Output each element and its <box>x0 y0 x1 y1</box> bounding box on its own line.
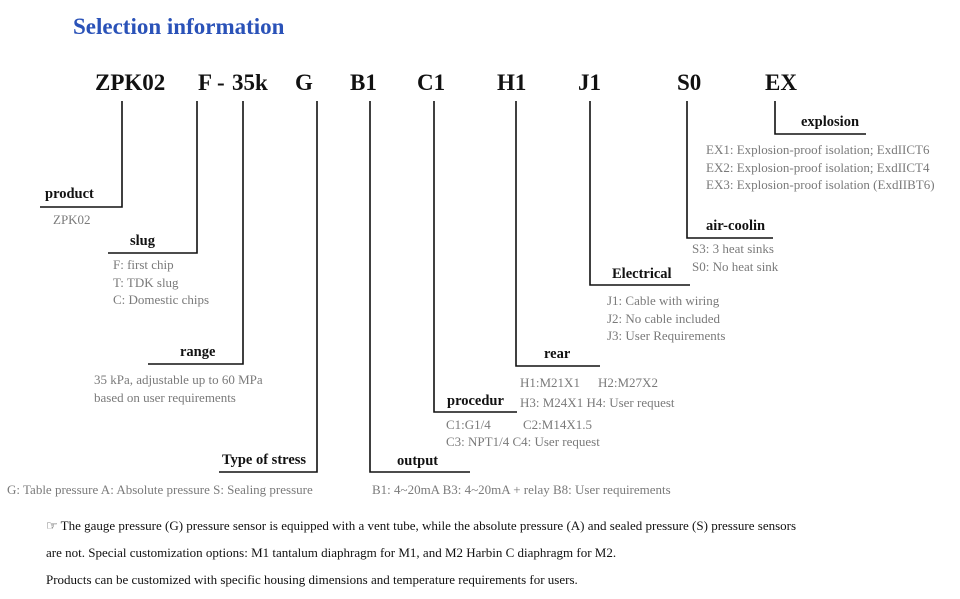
options-range: 35 kPa, adjustable up to 60 MPa based on… <box>94 371 263 406</box>
code-dash: - <box>217 70 225 95</box>
connector-aircooling <box>686 101 773 239</box>
option-text: S3: 3 heat sinks <box>692 241 774 256</box>
connector-electrical <box>589 101 690 286</box>
code-aircooling: S0 <box>677 70 702 95</box>
option-text: J1: Cable with wiring <box>607 293 720 308</box>
option-text: S0: No heat sink <box>692 258 779 274</box>
option-text: F: first chip <box>113 257 174 272</box>
option-text: C: Domestic chips <box>113 292 210 307</box>
connector-output <box>369 101 470 473</box>
connector-product <box>40 101 123 208</box>
label-electrical: Electrical <box>612 266 672 282</box>
code-explosion: EX <box>765 70 797 95</box>
connector-rear <box>515 101 600 367</box>
options-procedure-row2: C3: NPT1/4 C4: User request <box>446 433 600 451</box>
connector-slug <box>108 101 198 254</box>
connector-range <box>148 101 244 365</box>
code-product: ZPK02 <box>95 70 166 95</box>
label-product: product <box>45 186 94 202</box>
option-text: T: TDK slug <box>113 274 179 290</box>
code-output: B1 <box>350 70 377 95</box>
option-text: G: Table pressure A: Absolute pressure S… <box>7 482 313 497</box>
option-text: EX3: Explosion-proof isolation (ExdIIBT6… <box>706 177 935 192</box>
option-text: C2:M14X1.5 <box>523 417 592 432</box>
option-text: H3: M24X1 H4: User request <box>520 395 675 410</box>
connector-stress <box>219 101 318 473</box>
option-text: J3: User Requirements <box>607 328 726 343</box>
options-rear-row1: H1:M21X1 <box>520 374 580 392</box>
options-rear-row1b: H2:M27X2 <box>598 374 658 392</box>
option-text: 35 kPa, adjustable up to 60 MPa <box>94 372 263 387</box>
option-text: ZPK02 <box>53 212 91 227</box>
note-line-2: are not. Special customization options: … <box>46 545 617 560</box>
option-text: J2: No cable included <box>607 310 720 326</box>
options-stress: G: Table pressure A: Absolute pressure S… <box>7 481 313 499</box>
options-slug: F: first chip T: TDK slug C: Domestic ch… <box>113 256 209 309</box>
pointing-hand-icon: ☞ <box>46 518 58 533</box>
options-procedure-row1b: C2:M14X1.5 <box>523 416 592 434</box>
option-text: EX2: Explosion-proof isolation; ExdIICT4 <box>706 159 930 175</box>
connector-procedure <box>433 101 517 413</box>
label-slug: slug <box>130 233 155 249</box>
code-range: 35k <box>232 70 268 95</box>
options-electrical: J1: Cable with wiring J2: No cable inclu… <box>607 292 725 345</box>
label-rear: rear <box>544 346 571 362</box>
code-rear: H1 <box>497 70 527 95</box>
option-text: C3: NPT1/4 C4: User request <box>446 434 600 449</box>
label-range: range <box>180 344 216 360</box>
code-procedure: C1 <box>417 70 446 95</box>
option-text: EX1: Explosion-proof isolation; ExdIICT6 <box>706 142 930 157</box>
options-rear-row2: H3: M24X1 H4: User request <box>520 394 675 412</box>
options-aircooling: S3: 3 heat sinks S0: No heat sink <box>692 240 778 275</box>
note-text: The gauge pressure (G) pressure sensor i… <box>60 518 797 533</box>
label-stress: Type of stress <box>222 452 307 468</box>
option-text: C1:G1/4 <box>446 417 491 432</box>
label-procedure: procedur <box>447 393 504 409</box>
code-slug: F <box>198 70 213 95</box>
note-line-1: ☞ The gauge pressure (G) pressure sensor… <box>46 512 796 539</box>
option-text: H1:M21X1 <box>520 375 580 390</box>
page-title: Selection information <box>73 14 285 39</box>
code-stress: G <box>295 70 313 95</box>
option-text: based on user requirements <box>94 389 236 405</box>
options-output: B1: 4~20mA B3: 4~20mA + relay B8: User r… <box>372 481 671 499</box>
label-explosion: explosion <box>801 114 860 130</box>
options-product: ZPK02 <box>53 211 91 229</box>
option-text: H2:M27X2 <box>598 375 658 390</box>
note-line-3: Products can be customized with specific… <box>46 572 578 587</box>
notes: ☞ The gauge pressure (G) pressure sensor… <box>46 512 796 593</box>
options-procedure-row1: C1:G1/4 <box>446 416 491 434</box>
option-text: B1: 4~20mA B3: 4~20mA + relay B8: User r… <box>372 482 671 497</box>
connector-explosion <box>774 101 866 135</box>
label-aircooling: air-coolin <box>706 218 766 234</box>
options-explosion: EX1: Explosion-proof isolation; ExdIICT6… <box>706 141 935 194</box>
code-electrical: J1 <box>578 70 601 95</box>
label-output: output <box>397 453 439 469</box>
